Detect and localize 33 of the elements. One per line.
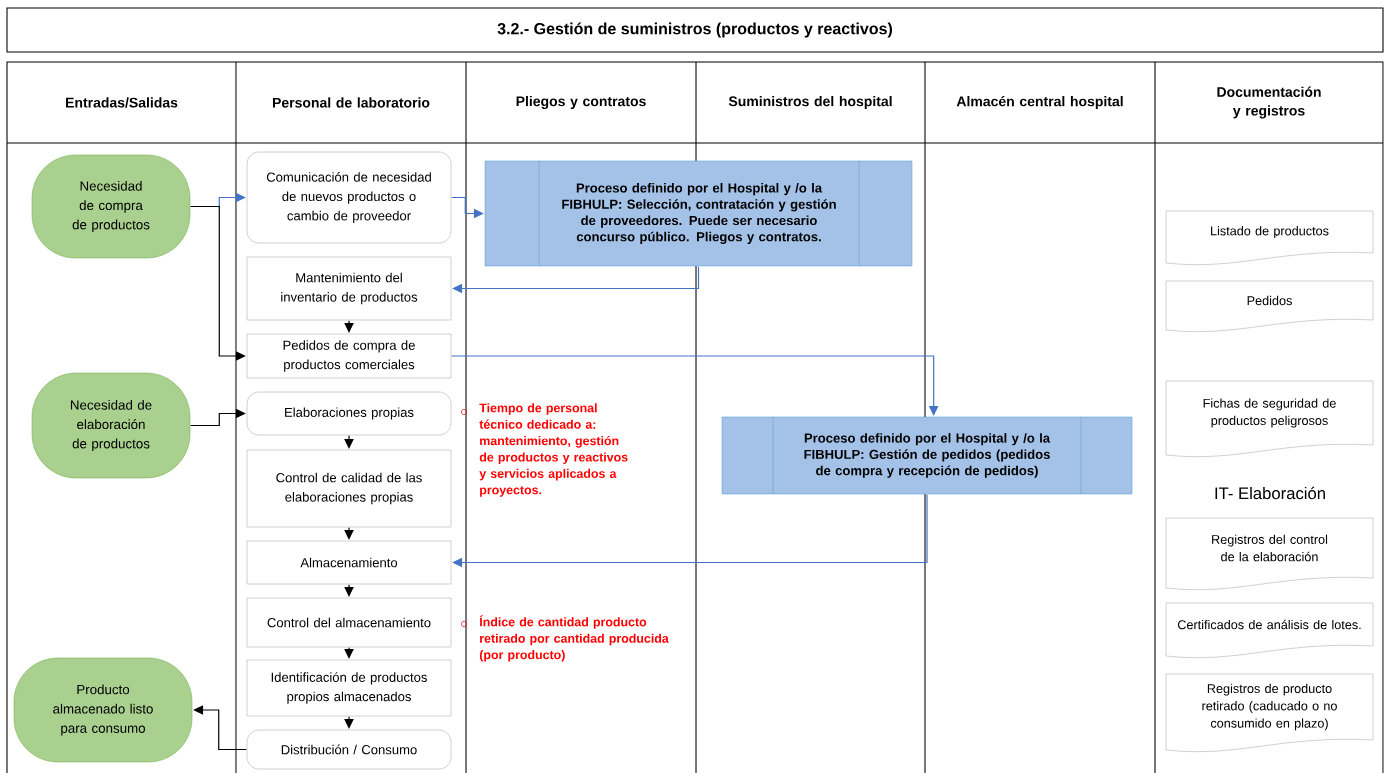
lane-header: Suministros del hospital <box>728 95 892 109</box>
title-bar: 3.2.- Gestión de suministros (productos y reactivos) <box>6 7 1384 53</box>
process-box: Pedidos de compra de productos comerciales <box>246 333 452 379</box>
lane-header: Personal de laboratorio <box>273 97 430 108</box>
connector-arrow <box>190 205 246 361</box>
connector-arrow <box>344 647 354 659</box>
process-box: Distribución / Consumo <box>246 729 452 770</box>
process-box: Almacenamiento <box>246 540 452 585</box>
predefined-process-box: Proceso definido por el Hospital y /o la FIBHULP: Selección, contratación y gestión de proveedores. Puede ser necesario concurso público. Pliegos y contratos. <box>484 160 913 267</box>
process-box: Control del almacenamiento <box>246 597 452 648</box>
connector-arrow <box>344 716 354 729</box>
connector-arrow <box>344 527 354 540</box>
document-label: IT- Elaboración <box>1215 486 1325 500</box>
process-box: Control de calidad de las elaboraciones propias <box>246 449 452 528</box>
indicator-note: Tiempo de personal técnico dedicado a: mantenimiento, gestión de productos y reactivos y servicios aplicados a proyectos. <box>461 403 628 497</box>
connector-arrow <box>193 705 247 751</box>
connector-arrow <box>452 266 700 294</box>
process-box: Identificación de productos propios almacenados <box>246 659 452 717</box>
lane-header: Almacén central hospital <box>956 95 1123 110</box>
connector-arrow <box>344 435 354 449</box>
lane-header: Documentación y registros <box>1217 86 1321 119</box>
connector-arrow <box>190 408 246 427</box>
predefined-process-box: Proceso definido por el Hospital y /o la FIBHULP: Gestión de pedidos (pedidos de compra y recepción de pedidos) <box>721 416 1133 495</box>
lane-header: Pliegos y contratos <box>516 95 646 110</box>
connector-arrow <box>344 584 354 597</box>
process-box: Comunicación de necesidad de nuevos productos o cambio de proveedor <box>246 151 452 244</box>
process-box: Mantenimiento del inventario de productos <box>246 256 452 321</box>
indicator-note: Índice de cantidad producto retirado por cantidad producida (por producto) <box>461 615 669 662</box>
connector-arrow <box>451 355 939 416</box>
lane-header: Entradas/Salidas <box>66 97 178 108</box>
connector-arrow <box>344 320 354 333</box>
connector-arrow <box>452 494 928 568</box>
process-box: Elaboraciones propias <box>246 391 452 436</box>
